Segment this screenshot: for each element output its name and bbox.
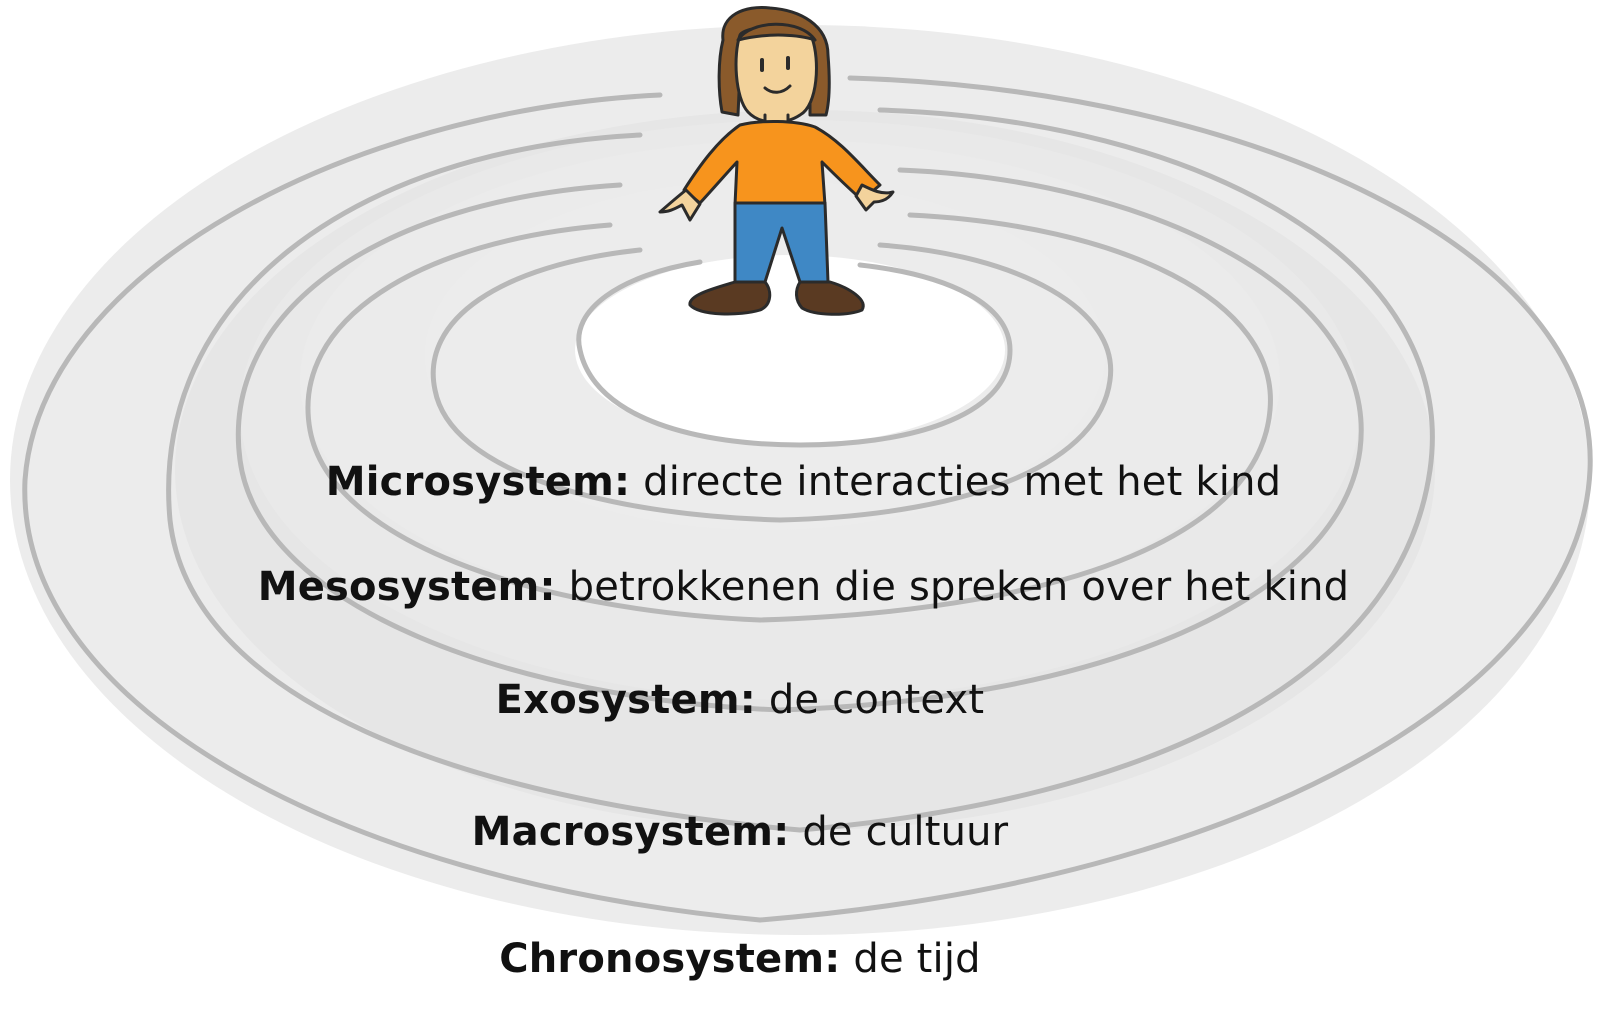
- child-left-hand-icon: [658, 188, 702, 222]
- ring-line-center: [576, 259, 1013, 448]
- label-exosystem: Exosystem: de context: [495, 677, 985, 723]
- child-right-shoe-icon: [795, 280, 865, 316]
- child-shirt-icon: [682, 119, 882, 207]
- ring-line-3-left: [235, 182, 783, 713]
- label-chronosystem: Chronosystem: de tijd: [499, 936, 981, 982]
- ring-line-outer-right: [757, 75, 1593, 923]
- ring-line-outer-left: [22, 92, 763, 923]
- ring-line-4-left: [166, 132, 803, 833]
- child-figure: [658, 5, 895, 316]
- ring-line-4-right: [797, 107, 1435, 833]
- ring-line-2-left: [305, 222, 763, 623]
- ring-line-1-left: [430, 247, 783, 523]
- child-right-hand-icon: [854, 183, 895, 212]
- ring-line-1-right: [777, 242, 1114, 523]
- ring-line-2-right: [757, 212, 1273, 623]
- ring-line-3-right: [777, 167, 1364, 713]
- ring-center: [575, 255, 1005, 445]
- label-microsystem: Microsystem: directe interacties met het…: [325, 459, 1282, 505]
- child-left-shoe-icon: [688, 280, 772, 316]
- label-mesosystem: Mesosystem: betrokkenen die spreken over…: [257, 564, 1350, 610]
- label-macrosystem: Macrosystem: de cultuur: [471, 809, 1009, 855]
- child-fringe-icon: [736, 22, 817, 42]
- child-face-icon: [734, 25, 818, 124]
